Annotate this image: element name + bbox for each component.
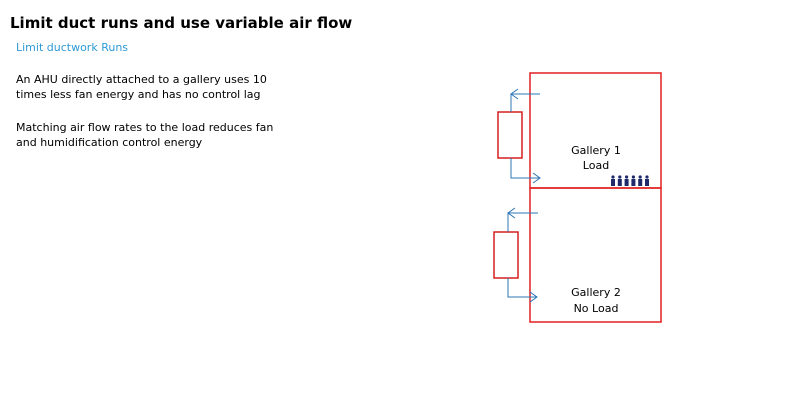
- gallery-1-occupants: [611, 175, 649, 186]
- occupant-icon: [611, 175, 615, 186]
- ahu-1-supply-arrow: [532, 172, 541, 184]
- ahu-2-supply-duct: [507, 278, 537, 298]
- gallery-2-name: Gallery 2: [571, 286, 621, 299]
- ahu-1-return-arrow: [510, 88, 519, 100]
- ahu-2-return-arrow: [507, 207, 516, 219]
- gallery-1-name: Gallery 1: [571, 144, 621, 157]
- slide-subtitle: Limit ductwork Runs: [16, 41, 129, 54]
- ahu-2-unit: [493, 231, 519, 279]
- paragraph-fan-energy: An AHU directly attached to a gallery us…: [16, 73, 267, 101]
- slide-title: Limit duct runs and use variable air flo…: [10, 14, 353, 32]
- gallery-1-state: Load: [583, 159, 609, 172]
- occupant-icon: [631, 175, 636, 186]
- ahu-2-supply-arrow: [529, 291, 538, 303]
- gallery-2-state: No Load: [574, 302, 619, 315]
- occupant-icon: [624, 175, 629, 186]
- occupant-icon: [645, 175, 649, 186]
- gallery-2-room: [529, 187, 662, 323]
- ahu-1-unit: [497, 111, 523, 159]
- ahu-1-supply-duct: [510, 158, 540, 179]
- occupant-icon: [617, 175, 622, 186]
- occupant-icon: [638, 175, 643, 186]
- paragraph-air-flow: Matching air flow rates to the load redu…: [16, 121, 274, 149]
